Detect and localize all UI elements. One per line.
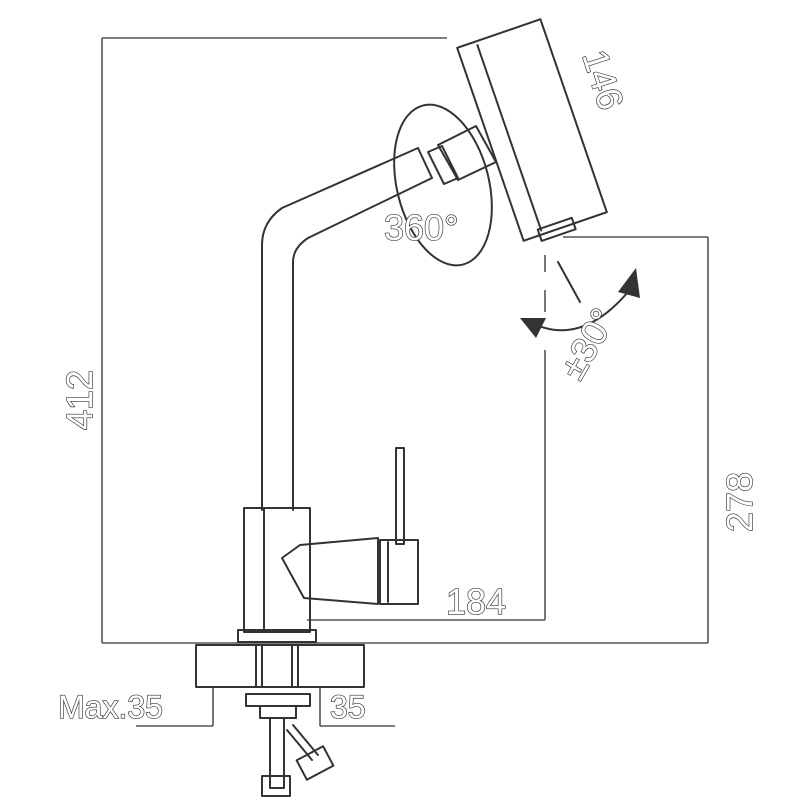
dimension-lines (101, 37, 709, 727)
label-tilt: ±30° (551, 301, 624, 386)
faucet-pipe (261, 147, 433, 511)
label-reach: 184 (446, 581, 506, 622)
spout-connector (427, 125, 497, 185)
rotation-ellipse (393, 103, 493, 267)
label-spout-length: 146 (574, 45, 632, 115)
spray-head (456, 18, 608, 242)
label-outlet-height: 278 (719, 472, 760, 532)
label-max-thickness: Max.35 (58, 689, 163, 725)
countertop-section (195, 644, 365, 688)
label-height-total: 412 (59, 370, 100, 430)
tilt-arrow (520, 261, 640, 338)
label-rotation: 360° (384, 207, 458, 248)
base-collar (237, 629, 317, 643)
mixer-body (243, 507, 379, 633)
label-hole-diameter: 35 (330, 689, 366, 725)
lever-handle (379, 447, 419, 605)
mounting-hardware (245, 693, 335, 797)
